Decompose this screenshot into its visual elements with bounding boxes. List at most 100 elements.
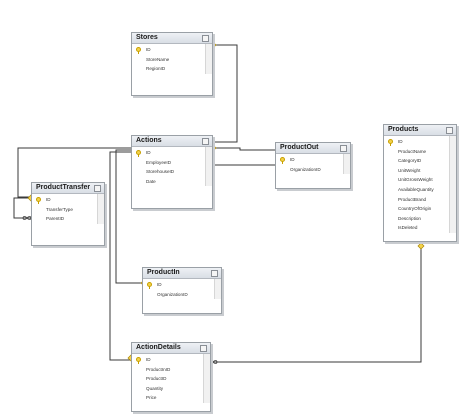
column-name: ID — [398, 139, 403, 144]
table-header[interactable]: Stores — [132, 33, 212, 44]
column-name: UnitWeight — [398, 167, 421, 173]
table-title: ProductIn — [147, 269, 180, 276]
primary-key-icon — [136, 357, 141, 364]
table-header[interactable]: ProductIn — [143, 268, 221, 279]
collapse-icon[interactable] — [340, 145, 347, 152]
column-name: Price — [146, 395, 157, 401]
column-row[interactable]: ID — [132, 45, 212, 55]
column-list: ID OrganizationID — [143, 279, 221, 300]
table-title: Actions — [136, 137, 162, 144]
producttransfer-self-link[interactable] — [13, 197, 31, 219]
column-name: ProductBrand — [398, 196, 427, 202]
column-name: StorehouseID — [146, 169, 175, 175]
column-row[interactable]: EmployeeID — [132, 158, 212, 168]
table-header[interactable]: Products — [384, 125, 456, 136]
column-row[interactable]: UnitWeight — [384, 166, 456, 176]
collapse-icon[interactable] — [446, 127, 453, 134]
column-row[interactable]: StorehouseID — [132, 167, 212, 177]
column-row[interactable]: ID — [132, 148, 212, 158]
column-name: EmployeeID — [146, 159, 172, 165]
column-row[interactable]: OrganizationID — [143, 290, 221, 300]
table-header[interactable]: ProductOut — [276, 143, 350, 154]
column-row[interactable]: ProductName — [384, 147, 456, 157]
table-title: ProductOut — [280, 144, 319, 151]
column-row[interactable]: CategoryID — [384, 156, 456, 166]
table-header[interactable]: ActionDetails — [132, 343, 210, 354]
actions-producttransfer-link[interactable] — [17, 147, 131, 198]
column-row[interactable]: AvailableQuantity — [384, 185, 456, 195]
table-title: Products — [388, 126, 419, 133]
collapse-icon[interactable] — [202, 138, 209, 145]
primary-key-icon — [136, 47, 141, 54]
collapse-icon[interactable] — [211, 270, 218, 277]
column-name: RegionID — [146, 66, 166, 72]
primary-key-icon — [147, 282, 152, 289]
column-name: ID — [146, 150, 151, 155]
stores-actions-link[interactable] — [211, 44, 238, 143]
column-row[interactable]: Quantity — [132, 384, 210, 394]
column-name: IsDeleted — [398, 225, 418, 231]
collapse-icon[interactable] — [200, 345, 207, 352]
column-row[interactable]: UnitGrossWeight — [384, 175, 456, 185]
key-marker-icon — [417, 242, 425, 250]
column-name: Description — [398, 215, 421, 221]
scrollbar[interactable] — [203, 354, 210, 403]
column-row[interactable]: CountryOfOrigin — [384, 204, 456, 214]
collapse-icon[interactable] — [94, 185, 101, 192]
column-row[interactable]: TransferType — [32, 205, 104, 215]
column-row[interactable]: ProductInID — [132, 365, 210, 375]
column-row[interactable]: Date — [132, 177, 212, 187]
column-row[interactable]: OrganizationID — [276, 165, 350, 175]
products-actiondetails-link[interactable] — [209, 244, 422, 363]
table-title: ActionDetails — [136, 344, 181, 351]
table-header[interactable]: ProductTransfer — [32, 183, 104, 194]
column-row[interactable]: ParentID — [32, 214, 104, 224]
column-name: Quantity — [146, 385, 164, 391]
scrollbar[interactable] — [205, 44, 212, 74]
table-header[interactable]: Actions — [132, 136, 212, 147]
primary-key-icon — [136, 150, 141, 157]
column-name: OrganizationID — [157, 291, 188, 297]
column-name: AvailableQuantity — [398, 186, 434, 192]
collapse-icon[interactable] — [202, 35, 209, 42]
column-row[interactable]: ProductBrand — [384, 195, 456, 205]
actions-productout-link[interactable] — [211, 147, 275, 151]
column-name: CategoryID — [398, 158, 422, 164]
table-title: Stores — [136, 34, 158, 41]
column-row[interactable]: Price — [132, 393, 210, 403]
primary-key-icon — [280, 157, 285, 164]
actions-productin-link[interactable] — [115, 149, 142, 284]
column-row[interactable]: StoreName — [132, 55, 212, 65]
column-row[interactable]: ID — [384, 137, 456, 147]
scrollbar[interactable] — [214, 279, 221, 300]
scrollbar[interactable] — [449, 136, 456, 233]
actions-actiondetails-link[interactable] — [109, 151, 131, 361]
scrollbar[interactable] — [97, 194, 104, 224]
column-row[interactable]: RegionID — [132, 64, 212, 74]
column-row[interactable]: IsDeleted — [384, 223, 456, 233]
column-name: ID — [157, 282, 162, 287]
column-row[interactable]: ProductID — [132, 374, 210, 384]
column-row[interactable]: Description — [384, 214, 456, 224]
column-row[interactable]: ID — [32, 195, 104, 205]
column-row[interactable]: ID — [143, 280, 221, 290]
scrollbar[interactable] — [343, 154, 350, 175]
column-name: CountryOfOrigin — [398, 206, 432, 212]
column-row[interactable]: ID — [276, 155, 350, 165]
column-row[interactable]: ID — [132, 355, 210, 365]
column-name: ProductName — [398, 148, 427, 154]
primary-key-icon — [36, 197, 41, 204]
column-name: StoreName — [146, 56, 170, 62]
scrollbar[interactable] — [205, 147, 212, 187]
column-name: TransferType — [46, 206, 73, 212]
